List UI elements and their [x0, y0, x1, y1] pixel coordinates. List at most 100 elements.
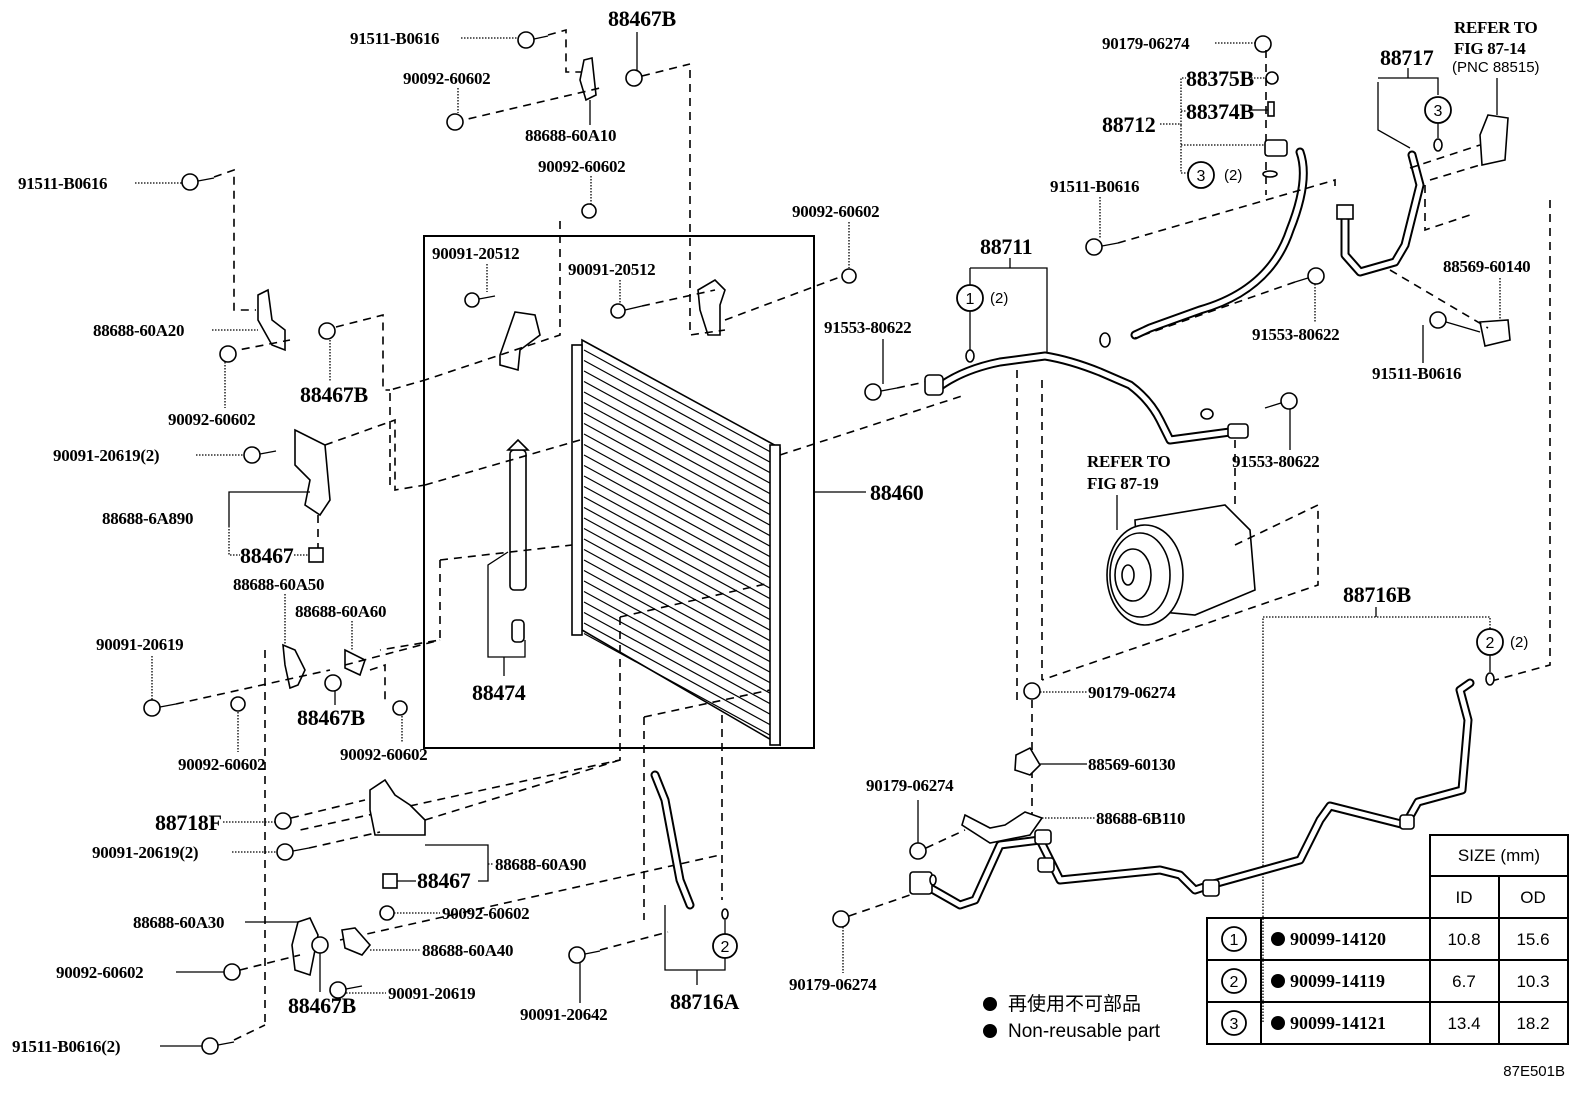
oring-ref-number: 2: [721, 939, 730, 956]
nut-icon: [392, 700, 408, 716]
label-bolt-comp[interactable]: 91553-80622: [1232, 452, 1320, 471]
label-valve-88374b[interactable]: 88374B: [1186, 99, 1255, 124]
label-hose-88712[interactable]: 88712: [1102, 112, 1156, 137]
assembly-line: [1041, 503, 1319, 681]
label-clamp-88569-60130[interactable]: 88569-60130: [1088, 755, 1176, 774]
label-refer-top-1[interactable]: REFER TO: [1454, 18, 1538, 37]
assembly-line: [324, 418, 426, 491]
label-clip-60a30[interactable]: 88467B: [288, 993, 357, 1018]
bolt-icon: [864, 383, 898, 401]
label-bolt-88712[interactable]: 91511-B0616: [1050, 177, 1140, 196]
label-clip-top[interactable]: 88467B: [608, 6, 677, 31]
label-receiver[interactable]: 88474: [472, 680, 526, 705]
label-condenser[interactable]: 88460: [870, 480, 924, 505]
label-nut-60a40[interactable]: 90092-60602: [442, 904, 530, 923]
label-nut-bottom-mid[interactable]: 90179-06274: [789, 975, 877, 994]
label-tube-88717[interactable]: 88717: [1380, 45, 1434, 70]
label-bracket-60a50[interactable]: 88688-60A50: [233, 575, 324, 594]
label-bolt-hose[interactable]: 91553-80622: [1252, 325, 1340, 344]
screw-icon: [243, 446, 277, 464]
label-bolt-88711[interactable]: 91553-80622: [824, 318, 912, 337]
label-screw-60a50[interactable]: 90091-20619: [96, 635, 184, 654]
cap-icon: [1265, 71, 1279, 85]
o-ring-icon: [1099, 332, 1111, 348]
label-screw-60a90[interactable]: 90091-20619(2): [92, 843, 199, 862]
condenser-fin: [583, 412, 779, 520]
assembly-line: [213, 168, 256, 311]
label-nut-top-right[interactable]: 90179-06274: [1102, 34, 1190, 53]
bolt-icon: [517, 31, 549, 49]
clip-88467b-icon: [324, 674, 342, 692]
condenser-fin: [583, 569, 779, 678]
o-ring-icon: [721, 908, 729, 920]
oring-ref-number: 3: [1434, 103, 1443, 120]
screw-icon: [568, 946, 601, 964]
o-ring-icon: [1485, 672, 1495, 686]
label-refer-top-3: (PNC 88515): [1452, 59, 1540, 76]
condenser-fin: [583, 370, 779, 478]
label-screw-cond-2[interactable]: 90091-20512: [568, 260, 656, 279]
label-nut-60a60[interactable]: 90092-60602: [340, 745, 428, 764]
label-bracket-60a40[interactable]: 88688-60A40: [422, 941, 513, 960]
label-bracket-6a890[interactable]: 88688-6A890: [102, 509, 193, 528]
label-tube-88716b[interactable]: 88716B: [1343, 582, 1412, 607]
assembly-line: [896, 381, 926, 389]
label-nut-60a50[interactable]: 90092-60602: [178, 755, 266, 774]
label-nut-88569[interactable]: 90179-06274: [1088, 683, 1176, 702]
label-refer-comp-1[interactable]: REFER TO: [1087, 452, 1171, 471]
label-clip-6a890[interactable]: 88467: [240, 543, 294, 568]
oring-ref-number: 2: [1486, 635, 1495, 652]
label-bracket-top[interactable]: 88688-60A10: [525, 126, 616, 145]
assembly-line: [389, 379, 426, 485]
label-bracket-60a90[interactable]: 88688-60A90: [495, 855, 586, 874]
figure-code: 87E501B: [1503, 1063, 1565, 1080]
compressor-icon: [1106, 504, 1256, 626]
label-nut-top-2[interactable]: 90092-60602: [538, 157, 626, 176]
condenser-fin: [583, 517, 779, 625]
label-cap-88375b[interactable]: 88375B: [1186, 66, 1255, 91]
assembly-line: [233, 1024, 266, 1041]
label-bracket-60a20[interactable]: 88688-60A20: [93, 321, 184, 340]
label-clip-60a90[interactable]: 88467: [417, 868, 471, 893]
bracket-60a10-icon: [579, 57, 597, 102]
size-table-col-id: ID: [1456, 888, 1473, 907]
nut-icon: [223, 963, 241, 981]
label-refer-comp-2[interactable]: FIG 87-19: [1087, 474, 1159, 493]
label-nut-60a20[interactable]: 90092-60602: [168, 410, 256, 429]
label-bracket-60a30[interactable]: 88688-60A30: [133, 913, 224, 932]
leader-hose-88712: [1180, 77, 1265, 174]
o-ring-icon: [1200, 408, 1214, 420]
label-tube-88716a[interactable]: 88716A: [670, 989, 740, 1014]
label-screw-6a890[interactable]: 90091-20619(2): [53, 446, 160, 465]
label-clamp-88569-60140[interactable]: 88569-60140: [1443, 257, 1531, 276]
label-screw-88716a[interactable]: 90091-20642: [520, 1005, 608, 1024]
condenser-bracket-left-icon: [499, 311, 541, 372]
label-bolt-top-left[interactable]: 91511-B0616: [18, 174, 108, 193]
label-bolt-bottom-left[interactable]: 91511-B0616(2): [12, 1037, 120, 1056]
label-bolt-top-center[interactable]: 91511-B0616: [350, 29, 440, 48]
label-bolt-88569-60140[interactable]: 91511-B0616: [1372, 364, 1462, 383]
label-nut-upper-right[interactable]: 90092-60602: [792, 202, 880, 221]
legend: 再使用不可部品 Non-reusable part: [983, 993, 1161, 1042]
label-bracket-6b110[interactable]: 88688-6B110: [1096, 809, 1186, 828]
label-screw-60a40[interactable]: 90091-20619: [388, 984, 476, 1003]
label-bracket-60a60[interactable]: 88688-60A60: [295, 602, 386, 621]
label-nut-60a30[interactable]: 90092-60602: [56, 963, 144, 982]
size-table-id: 6.7: [1452, 972, 1476, 991]
label-clamp-88718f[interactable]: 88718F: [155, 810, 222, 835]
assembly-line: [227, 313, 390, 391]
assembly-line: [619, 582, 771, 618]
label-clip-60a20[interactable]: 88467B: [300, 382, 369, 407]
condenser-fin: [583, 632, 779, 741]
label-refer-top-2[interactable]: FIG 87-14: [1454, 39, 1527, 58]
label-pipe-88711[interactable]: 88711: [980, 234, 1033, 259]
label-nut-6b110[interactable]: 90179-06274: [866, 776, 954, 795]
leader-tube-88716b: [1262, 616, 1491, 1022]
label-clip-60a60[interactable]: 88467B: [297, 705, 366, 730]
label-nut-top-1[interactable]: 90092-60602: [403, 69, 491, 88]
condenser-fin: [583, 590, 779, 699]
label-screw-cond-1[interactable]: 90091-20512: [432, 244, 520, 263]
clip-88467-icon: [382, 873, 398, 889]
bracket-60a20-icon: [257, 288, 286, 352]
